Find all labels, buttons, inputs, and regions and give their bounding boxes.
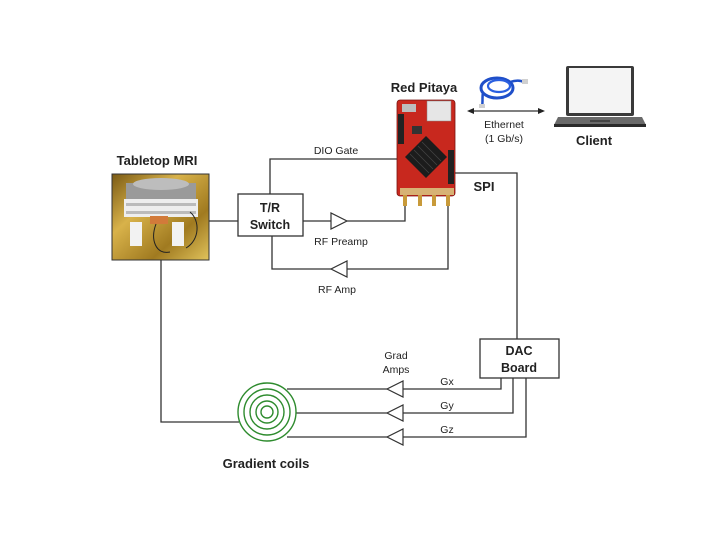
dio-gate-label: DIO Gate [314,145,359,157]
wire-dac-gy [403,378,514,414]
wire-pitaya-rfamp [347,205,449,270]
wire-spi [455,172,518,339]
wire-mri-coil [160,260,239,423]
rf-preamp-triangle-icon [330,212,349,230]
wire-dac-gx [403,378,502,390]
dac-board-box: DAC Board [479,338,560,379]
grad-amps-label-1: Grad [384,350,408,362]
gx-label: Gx [440,376,454,388]
gz-label: Gz [440,424,453,436]
wire-preamp-pitaya [347,205,406,222]
client-label: Client [576,133,613,148]
gy-label: Gy [440,400,454,412]
ethernet-arrow [467,108,545,114]
grad-amp-x-triangle-icon [385,380,404,398]
grad-amps-label-2: Amps [383,364,410,376]
red-pitaya-label: Red Pitaya [391,80,458,95]
wire-rfamp-tr [271,236,331,270]
grad-amp-z-triangle-icon [385,428,404,446]
spi-label: SPI [474,179,495,194]
grad-amp-y-triangle-icon [385,404,404,422]
rf-amp-label: RF Amp [318,284,356,296]
dac-board-label-1: DAC [505,344,532,358]
rf-preamp-label: RF Preamp [314,236,368,248]
ethernet-cable-icon [479,76,528,108]
tabletop-mri-photo [111,173,210,261]
dac-board-label-2: Board [501,361,537,375]
gradient-coils-label: Gradient coils [223,456,310,471]
tr-switch-box: T/R Switch [237,193,304,237]
red-pitaya-board [396,99,456,206]
wire-dio-gate [269,158,397,194]
ethernet-label-2: (1 Gb/s) [485,133,523,145]
ethernet-label-1: Ethernet [484,119,524,131]
wire-dac-gz [403,378,527,438]
gradient-coil-icon [237,382,297,442]
laptop-icon [554,66,646,127]
tr-switch-label-2: Switch [250,218,290,232]
rf-amp-triangle-icon [329,260,348,278]
tabletop-mri-label: Tabletop MRI [117,153,198,168]
tr-switch-label-1: T/R [260,201,280,215]
